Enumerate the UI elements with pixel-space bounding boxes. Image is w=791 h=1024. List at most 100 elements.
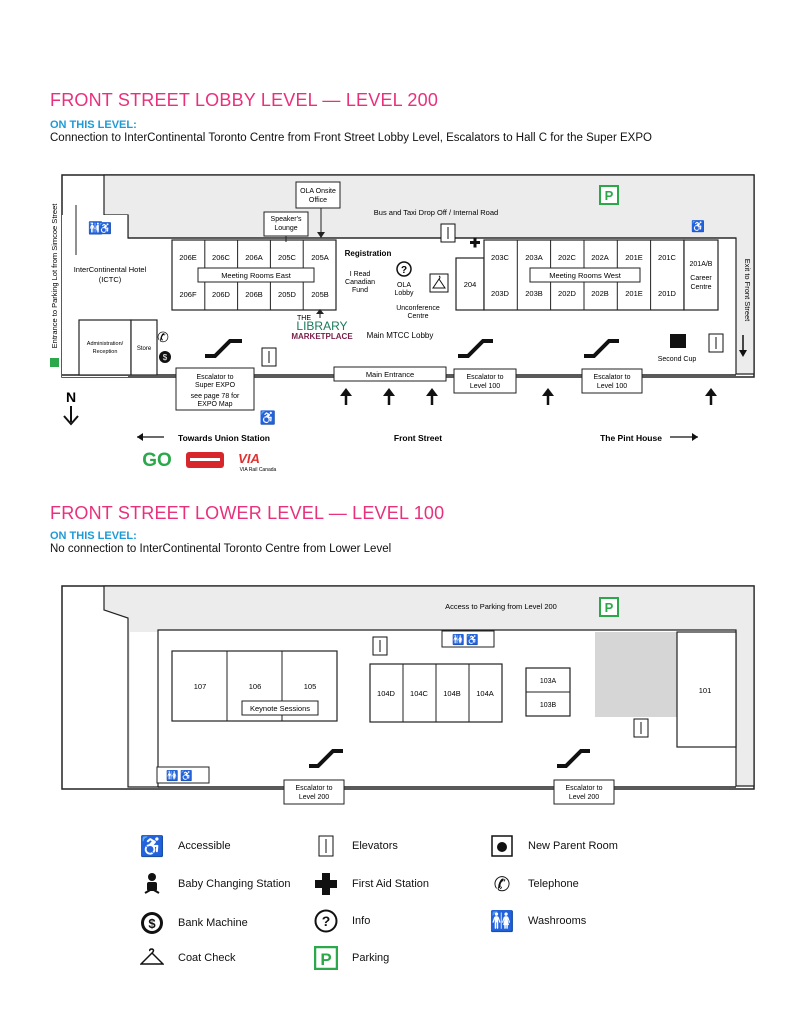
legend-label: Accessible [178,840,231,852]
parking-icon: P [599,597,619,617]
room-label: 205C [278,253,297,262]
meeting-rooms-east [171,239,337,311]
room-label: 201C [658,253,677,262]
room-label: 205A [311,253,329,262]
access-parking-label: Access to Parking from Level 200 [445,602,557,611]
legend-label: New Parent Room [528,840,618,852]
ola-onsite-label-2: Office [309,197,327,204]
career-centre-room: 201A/B [690,261,713,268]
front-street-label: Front Street [394,433,442,443]
go-transit-logo: GO [142,450,172,471]
speakers-lounge-label-2: Lounge [274,225,297,232]
exit-front-street-label: Exit to Front Street [743,259,752,322]
bus-taxi-label: Bus and Taxi Drop Off / Internal Road [374,208,498,217]
legend-label: Coat Check [178,952,236,964]
escalator-icon [458,339,493,358]
left-arrow-icon [137,433,164,441]
legend-label: Baby Changing Station [178,878,291,890]
room-label: 206C [212,253,231,262]
room-label: 202C [558,253,577,262]
room-label: 107 [194,682,207,691]
svg-text:?: ? [322,913,331,929]
washrooms-icon: 🚻 [166,769,178,782]
admin-label: Administration/ [87,341,124,347]
level-100-map: 101 Access to Parking from Level 200 P 1… [61,585,755,805]
escalator-level-100-label: Escalator to [467,374,504,381]
escalator-super-expo-label-4: EXPO Map [197,401,232,408]
legend-label: Info [352,915,371,927]
room-label: 205B [311,290,329,299]
legend-label: First Aid Station [352,878,430,890]
info-icon: ? [314,909,338,933]
room-label: 104B [443,689,461,698]
room-label: 105 [304,682,317,691]
legend-label: Bank Machine [178,917,248,929]
level-100-title: FRONT STREET LOWER LEVEL — LEVEL 100 [50,503,445,523]
entrance-arrow-icon [340,388,717,405]
accessible-icon: ♿ [139,835,165,858]
legend-label: Telephone [528,878,579,890]
svg-text:🚻: 🚻 [88,221,103,235]
store-label: Store [137,346,152,352]
room-label: 201D [658,289,677,298]
ttc-logo [186,452,224,468]
main-lobby-label: Main MTCC Lobby [367,331,434,340]
entrance-parking-label: Entrance to Parking Lot from Simcoe Stre… [50,203,59,349]
legend-item: ✆ Telephone [490,872,579,896]
parking-icon-small [50,358,59,367]
north-arrow-icon [63,406,79,426]
legend-item: ? Info [314,909,370,933]
room-label: 104C [410,689,429,698]
accessible-icon: ♿ [180,769,192,782]
bank-machine-icon: $ [159,351,171,363]
accessible-icon: ♿ [466,633,478,646]
room-label: 203C [491,253,510,262]
room-label: 104D [377,689,396,698]
room-label: 104A [476,689,494,698]
legend-item: Baby Changing Station [140,872,291,896]
meeting-rooms-west [483,239,719,311]
room-label: 206B [245,290,263,299]
level-200-subtitle: ON THIS LEVEL: [50,119,137,131]
iread-label-2: Canadian [345,279,375,286]
career-centre-label: Career [690,275,712,282]
main-entrance-label: Main Entrance [366,370,414,379]
accessible-icon: ♿ [260,410,276,425]
legend-item: 🚻 Washrooms [490,909,587,933]
large-rooms-block [171,650,338,722]
room-label: 205D [278,290,297,299]
svg-text:VIA Rail Canada: VIA Rail Canada [240,467,277,473]
ola-lobby-label-2: Lobby [394,290,414,297]
coat-check-icon [429,273,449,293]
meeting-rooms-east-label: Meeting Rooms East [221,271,292,280]
speakers-lounge-label: Speaker's [271,216,302,223]
keynote-label: Keynote Sessions [250,704,310,713]
room-label: 203A [525,253,543,262]
room-103a-label: 103A [540,678,557,685]
accessible-icon: ♿ [691,220,705,233]
legend-item: New Parent Room [490,834,618,858]
coat-check-icon [140,946,164,970]
telephone-icon: ✆ [493,873,511,896]
room-label: 203D [491,289,510,298]
escalator-icon [309,749,343,768]
library-logo-the: THE [297,315,311,322]
legend-item: P Parking [314,946,389,970]
escalator-level-200-label: Escalator to [296,785,333,792]
svg-text:P: P [605,188,614,203]
ictc-label: InterContinental Hotel [74,265,147,274]
room-label: 202D [558,289,577,298]
elevator-icon [372,636,388,656]
rooms-104-block [369,663,503,723]
room-label: 206A [245,253,263,262]
pint-house-label: The Pint House [600,433,662,443]
registration-label: Registration [345,249,392,258]
room-103b-label: 103B [540,702,557,709]
new-parent-room-icon [490,834,514,858]
via-rail-logo: VIA VIA Rail Canada [238,451,276,473]
unconference-label-2: Centre [407,313,428,320]
ola-lobby-label: OLA [397,282,411,289]
library-logo-library: LIBRARY [296,319,347,333]
library-logo-marketplace: MARKETPLACE [291,332,353,341]
escalator-super-expo-label: Escalator to [197,374,234,381]
